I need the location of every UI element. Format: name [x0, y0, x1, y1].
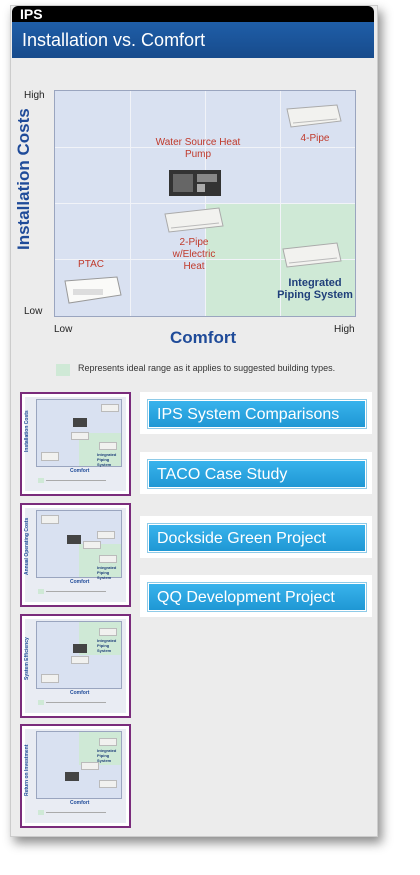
- button-box: QQ Development Project: [140, 575, 372, 617]
- heat-pump-icon: [167, 166, 223, 198]
- title-bar: Installation vs. Comfort: [12, 22, 374, 58]
- button-box: IPS System Comparisons: [140, 392, 372, 434]
- legend-swatch: [56, 364, 70, 376]
- thumb-x-label: Comfort: [70, 800, 90, 806]
- grid-line: [55, 203, 355, 204]
- point-label-integrated-piping-system: Integrated Piping System: [277, 277, 353, 301]
- ips-system-comparisons-button[interactable]: IPS System Comparisons: [148, 400, 366, 428]
- chart-legend: Represents ideal range as it applies to …: [56, 362, 366, 378]
- plot-area: Water Source Heat Pump 4-Pipe 2-Pipe w/E…: [54, 90, 356, 317]
- integrated-piping-unit-icon: [281, 241, 343, 269]
- y-axis-title: Installation Costs: [14, 108, 33, 250]
- thumb-x-label: Comfort: [70, 690, 90, 696]
- thumb-x-label: Comfort: [70, 579, 90, 585]
- taco-case-study-button[interactable]: TACO Case Study: [148, 460, 366, 488]
- legend-text: Represents ideal range as it applies to …: [78, 363, 336, 373]
- grid-line: [55, 259, 355, 260]
- page-title: Installation vs. Comfort: [22, 30, 206, 50]
- ptac-unit-icon: [63, 275, 123, 307]
- thumb-y-label: Annual Operating Costs: [24, 517, 30, 575]
- two-pipe-unit-icon: [163, 206, 225, 234]
- thumb-y-label: Return on Investment: [24, 744, 30, 796]
- point-label-4-pipe: 4-Pipe: [300, 133, 330, 144]
- point-label-ptac: PTAC: [78, 259, 104, 270]
- thumb-y-label: System Efficiency: [24, 637, 30, 680]
- main-chart: Installation Costs High Low Low High Com…: [14, 80, 365, 370]
- thumb-y-label: Installation Costs: [24, 410, 30, 452]
- point-label-2-pipe: 2-Pipe w/Electric Heat: [172, 237, 216, 272]
- grid-line: [55, 147, 355, 148]
- y-tick-high: High: [24, 90, 45, 101]
- y-tick-low: Low: [24, 306, 43, 317]
- point-label-water-source-heat-pump: Water Source Heat Pump: [155, 137, 241, 160]
- x-tick-high: High: [334, 324, 355, 335]
- button-box: TACO Case Study: [140, 452, 372, 494]
- brand-bar: IPS: [12, 6, 374, 22]
- thumb-x-label: Comfort: [70, 468, 90, 474]
- four-pipe-unit-icon: [285, 103, 343, 129]
- x-tick-low: Low: [54, 324, 73, 335]
- dockside-green-project-button[interactable]: Dockside Green Project: [148, 524, 366, 552]
- qq-development-project-button[interactable]: QQ Development Project: [148, 583, 366, 611]
- button-box: Dockside Green Project: [140, 516, 372, 558]
- x-axis-title: Comfort: [170, 328, 237, 347]
- brand-label: IPS: [20, 6, 43, 22]
